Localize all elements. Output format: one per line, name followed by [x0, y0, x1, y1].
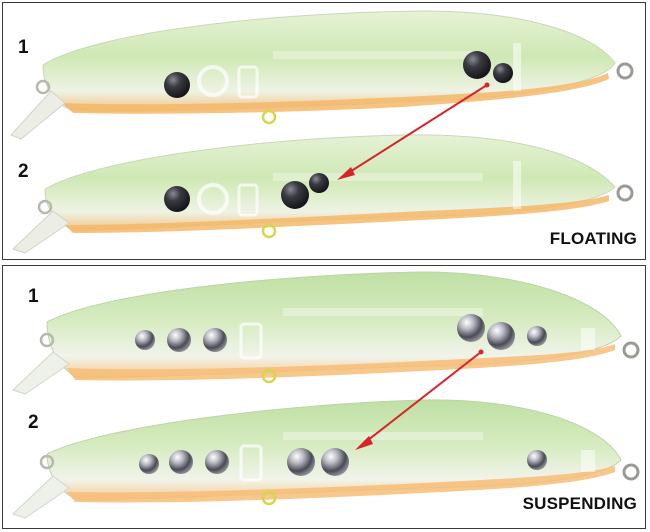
- weight-ball: [309, 173, 329, 193]
- weight-ball: [321, 448, 349, 476]
- floating-panel: 1 2 FLOATING: [2, 2, 646, 260]
- lure-2-suspending: [12, 399, 640, 519]
- weight-ball: [457, 314, 485, 342]
- suspending-panel: 1 2 SUSPENDING: [2, 265, 646, 529]
- nose-eyelet-icon: [39, 454, 55, 470]
- lure-1-suspending: [12, 271, 640, 395]
- weight-ball: [164, 72, 190, 98]
- weight-ball: [527, 450, 547, 470]
- lure-2-floating: [12, 134, 634, 254]
- weight-ball: [287, 448, 315, 476]
- floating-label: FLOATING: [549, 229, 637, 248]
- weight-ball: [281, 181, 309, 209]
- floating-lures-photo: [10, 10, 634, 254]
- hook-hanger-icon: [261, 223, 277, 239]
- lure-1-floating: [10, 10, 634, 140]
- tail-eyelet-icon: [622, 463, 640, 481]
- weight-ball: [527, 326, 547, 346]
- tail-eyelet-icon: [616, 62, 634, 80]
- weight-ball: [205, 450, 229, 474]
- weight-ball: [167, 328, 191, 352]
- weight-ball: [139, 454, 159, 474]
- weight-ball: [169, 450, 193, 474]
- weight-shift-arrow-icon: [355, 349, 484, 450]
- tail-eyelet-icon: [622, 341, 640, 359]
- weight-ball: [203, 328, 227, 352]
- lure-number-2: 2: [18, 161, 29, 182]
- weight-ball: [493, 63, 513, 83]
- weight-ball: [135, 330, 155, 350]
- nose-eyelet-icon: [37, 199, 53, 215]
- suspending-label: SUSPENDING: [522, 494, 637, 513]
- tail-eyelet-icon: [616, 184, 634, 202]
- lure-number-2: 2: [28, 412, 39, 433]
- hook-hanger-icon: [261, 109, 277, 125]
- weight-ball: [487, 322, 515, 350]
- hook-hanger-icon: [261, 368, 277, 384]
- lure-number-1: 1: [28, 286, 39, 307]
- nose-eyelet-icon: [35, 79, 51, 95]
- nose-eyelet-icon: [39, 332, 55, 348]
- weight-ball: [463, 51, 491, 79]
- weight-ball: [164, 186, 190, 212]
- weight-shift-arrow-icon: [337, 82, 490, 180]
- suspending-lures-photo: [12, 271, 640, 519]
- hook-hanger-icon: [261, 490, 277, 506]
- lure-number-1: 1: [18, 37, 29, 58]
